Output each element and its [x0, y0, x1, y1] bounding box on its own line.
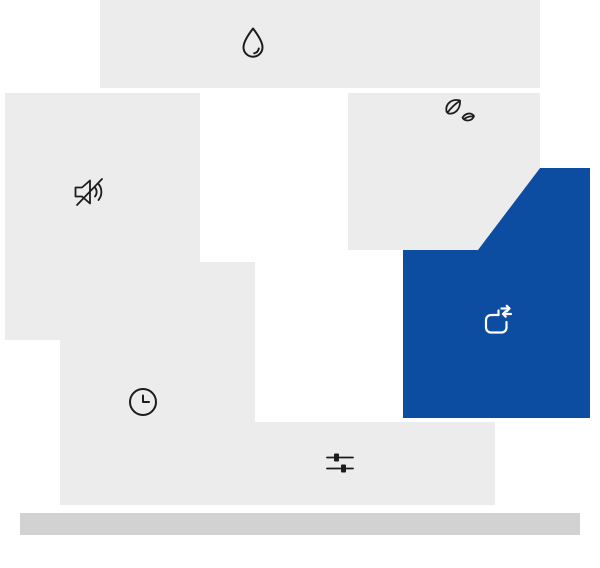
tile-water[interactable]	[100, 0, 540, 88]
clock-icon	[125, 384, 161, 420]
faucet-transfer-icon	[475, 302, 515, 342]
sliders-icon	[322, 448, 358, 478]
bottom-bar	[20, 513, 580, 535]
leaves-icon	[438, 96, 478, 130]
water-drop-icon	[235, 24, 271, 60]
tile-settings[interactable]	[200, 422, 495, 505]
speaker-muted-icon	[70, 174, 110, 210]
